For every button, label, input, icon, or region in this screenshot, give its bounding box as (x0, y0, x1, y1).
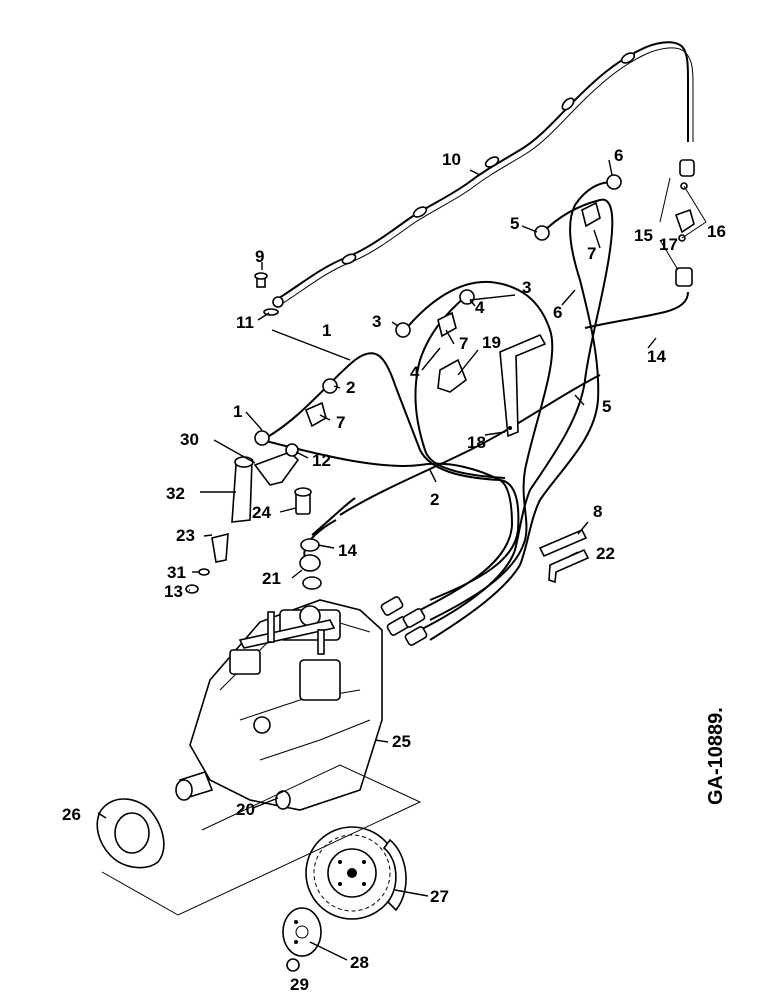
callout-7-middle: 7 (459, 334, 468, 353)
clamp-30 (253, 451, 300, 486)
line-14-lower (311, 497, 356, 536)
callout-17: 17 (659, 235, 678, 254)
gasket-26 (96, 798, 165, 869)
callout-29: 29 (290, 975, 309, 994)
callout-30: 30 (180, 430, 199, 449)
washer-31 (198, 568, 210, 576)
callout-23: 23 (176, 526, 195, 545)
callout-20: 20 (236, 800, 255, 819)
callout-7-right: 7 (587, 244, 596, 263)
callout-25: 25 (392, 732, 411, 751)
callout-12: 12 (312, 451, 331, 470)
line-nuts-at-pump (380, 596, 428, 646)
callout-24: 24 (252, 503, 271, 522)
injection-pump-25 (175, 599, 383, 811)
leak-off-line-14-upper (584, 291, 689, 329)
callout-1-lower: 1 (233, 402, 242, 421)
seal-washers-21 (299, 538, 322, 590)
callout-2-upper: 2 (346, 378, 355, 397)
callout-19: 19 (482, 333, 501, 352)
callout-32: 32 (166, 484, 185, 503)
callout-2-lower: 2 (430, 490, 439, 509)
injection-lines-bundle (261, 181, 615, 641)
callout-7-left: 7 (336, 413, 345, 432)
bracket-22 (548, 548, 590, 584)
callout-15: 15 (634, 226, 653, 245)
banjo-bolt-9 (254, 272, 268, 288)
return-fittings-15-16-17 (659, 159, 707, 287)
nozzle-holder-32 (231, 456, 254, 523)
callout-9: 9 (255, 247, 264, 266)
callout-1-upper: 1 (322, 321, 331, 340)
callout-13: 13 (164, 582, 183, 601)
drawing-number: GA-10889. (705, 707, 727, 805)
clamp-19 (437, 358, 467, 393)
callout-18: 18 (467, 433, 486, 452)
callout-11: 11 (236, 313, 254, 332)
callout-5-lower: 5 (602, 397, 611, 416)
callout-26: 26 (62, 805, 81, 824)
bracket-18 (499, 333, 547, 438)
callout-4-lower: 4 (410, 363, 420, 382)
callout-4-upper: 4 (475, 298, 485, 317)
line-clamps-7 (304, 201, 601, 428)
callout-labels: 1 1 2 2 3 3 4 4 5 5 6 6 7 7 7 8 9 10 11 … (62, 146, 726, 994)
callout-3-right: 3 (522, 278, 531, 297)
line-end-fittings (254, 174, 622, 446)
leak-off-return-line (272, 41, 694, 308)
hub-28 (282, 907, 322, 957)
callout-8: 8 (593, 502, 602, 521)
drive-gear-27 (305, 826, 407, 920)
callout-28: 28 (350, 953, 369, 972)
banjo-bolt-24 (294, 487, 312, 515)
callout-31: 31 (167, 563, 186, 582)
seal-20 (275, 790, 291, 810)
washer-13 (185, 584, 199, 594)
callout-14-lower: 14 (338, 541, 357, 560)
callout-21: 21 (262, 569, 281, 588)
nozzle-23 (211, 532, 229, 563)
callout-27: 27 (430, 887, 449, 906)
callout-16: 16 (707, 222, 726, 241)
callout-10: 10 (442, 150, 461, 169)
callout-3-left: 3 (372, 312, 381, 331)
callout-22: 22 (596, 544, 615, 563)
assembly-outline (101, 764, 422, 916)
callout-14-upper: 14 (647, 347, 666, 366)
leader-lines (97, 159, 657, 961)
callout-5-upper: 5 (510, 214, 519, 233)
seal-12 (285, 443, 299, 457)
callout-6-upper: 6 (614, 146, 623, 165)
bracket-8 (538, 528, 588, 558)
callout-6-lower: 6 (553, 303, 562, 322)
nut-29 (286, 958, 300, 972)
